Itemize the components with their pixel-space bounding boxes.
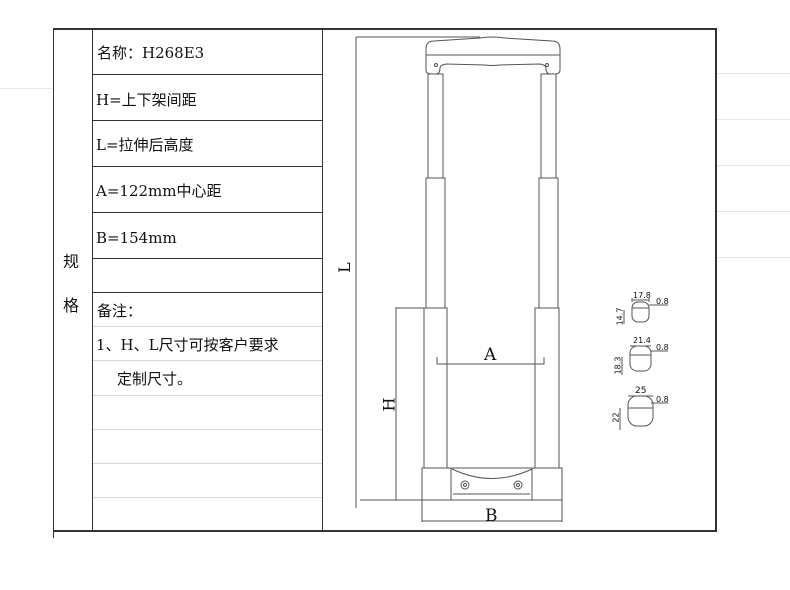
note-row-divider bbox=[93, 326, 322, 327]
cell-product-name: 名称：H268E3 bbox=[97, 44, 205, 62]
note-line-2: 定制尺寸。 bbox=[117, 370, 193, 388]
cell-a-definition: A=122mm中心距 bbox=[96, 182, 222, 200]
cell-h-definition: H=上下架间距 bbox=[96, 91, 197, 109]
spec-side-label-2: 格 bbox=[63, 296, 80, 315]
profile-2-width: 21.4 bbox=[633, 336, 651, 345]
dimension-b bbox=[360, 499, 563, 522]
cell-l-definition: L=拉伸后高度 bbox=[96, 136, 194, 154]
row-divider bbox=[92, 258, 323, 259]
handle-base bbox=[421, 467, 563, 501]
sheet-gridline bbox=[0, 88, 52, 89]
row-divider bbox=[92, 166, 323, 167]
column-divider-2 bbox=[322, 28, 323, 532]
table-border-top bbox=[53, 28, 717, 30]
profile-2-thickness: 0.8 bbox=[656, 343, 669, 352]
note-row-divider bbox=[93, 395, 322, 396]
profile-section-3 bbox=[619, 395, 668, 430]
profile-1-width: 17.8 bbox=[633, 291, 651, 300]
dim-label-h: H bbox=[379, 397, 399, 412]
left-tube bbox=[423, 73, 448, 469]
dimension-l bbox=[355, 36, 480, 508]
note-row-divider bbox=[93, 497, 322, 498]
sheet-gridline bbox=[716, 73, 790, 74]
sheet-gridline bbox=[716, 257, 790, 258]
note-row-divider bbox=[93, 360, 322, 361]
note-row-divider bbox=[93, 463, 322, 464]
row-divider bbox=[92, 74, 323, 75]
profile-1-height: 14.7 bbox=[615, 307, 625, 326]
notes-title: 备注： bbox=[97, 302, 143, 320]
row-divider bbox=[92, 120, 323, 121]
profile-section-1 bbox=[623, 298, 668, 324]
dim-label-a: A bbox=[484, 345, 497, 365]
profile-3-width: 25 bbox=[635, 386, 647, 396]
profile-3-thickness: 0.8 bbox=[656, 395, 669, 404]
profile-1-thickness: 0.8 bbox=[656, 297, 669, 306]
note-row-divider bbox=[93, 429, 322, 430]
table-border-right bbox=[715, 28, 717, 532]
note-line-1: 1、H、L尺寸可按客户要求 bbox=[96, 336, 279, 354]
dimension-a bbox=[436, 357, 545, 365]
profile-3-height: 22 bbox=[611, 412, 621, 423]
sheet-gridline bbox=[716, 165, 790, 166]
sheet-gridline bbox=[716, 119, 790, 120]
handle-grip bbox=[425, 36, 561, 75]
spec-side-label-1: 规 bbox=[63, 252, 80, 271]
right-tube bbox=[534, 73, 560, 469]
profile-2-height: 18.3 bbox=[613, 356, 623, 375]
table-border-bottom bbox=[53, 530, 717, 532]
profile-section-2 bbox=[621, 345, 668, 375]
dimension-h bbox=[395, 307, 426, 500]
sheet-gridline bbox=[716, 211, 790, 212]
dim-label-b: B bbox=[485, 506, 498, 526]
cell-b-definition: B=154mm bbox=[96, 229, 177, 247]
row-divider bbox=[92, 292, 323, 293]
column-divider-1 bbox=[92, 28, 93, 532]
table-border-left bbox=[53, 28, 54, 538]
dim-label-l: L bbox=[334, 262, 354, 273]
row-divider bbox=[92, 212, 323, 213]
